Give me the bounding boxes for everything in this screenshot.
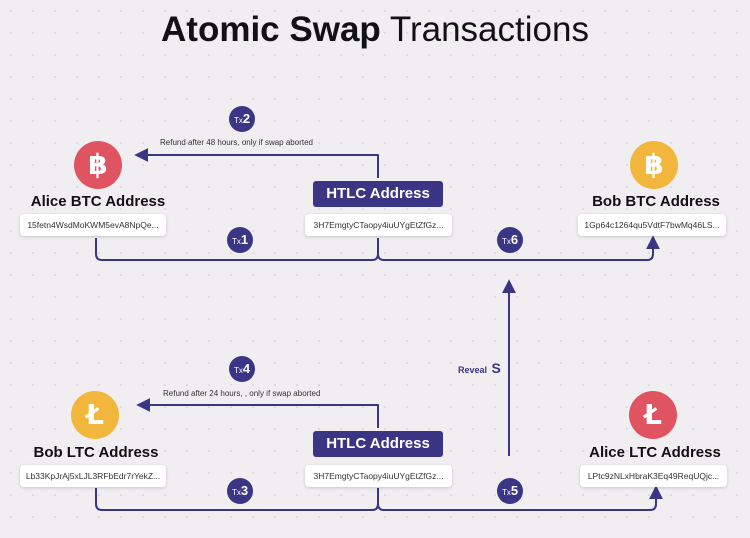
htlc-address-title-bottom: HTLC Address	[313, 431, 443, 457]
tx2-badge: Tx2	[229, 106, 255, 132]
title-light: Transactions	[389, 10, 589, 49]
page-title: Atomic Swap Transactions	[0, 10, 750, 50]
alice-ltc-address[interactable]: LPtc9zNLxHbraK3Eq49ReqUQjc...	[580, 465, 727, 487]
bob-btc-address[interactable]: 1Gp64c1264qu5VdtF7bwMq46LS...	[578, 214, 726, 236]
tx4-refund-line	[136, 398, 379, 428]
tx1-badge: Tx1	[227, 227, 253, 253]
alice-btc-label: Alice BTC Address	[30, 193, 166, 210]
tx5-line	[377, 485, 663, 511]
refund-note-24h: Refund after 24 hours, , only if swap ab…	[163, 389, 321, 398]
bob-ltc-address[interactable]: Lb33KpJrAj5xLJL3RFbEdr7rYekZ...	[20, 465, 166, 487]
tx6-line	[377, 235, 660, 261]
tx2-refund-line	[134, 148, 379, 178]
reveal-secret-label: Reveal S	[458, 360, 501, 376]
htlc-address-bottom[interactable]: 3H7EmgtyCTaopy4iuUYgEtZfGz...	[305, 465, 452, 487]
refund-note-48h: Refund after 48 hours, only if swap abor…	[160, 138, 313, 147]
bitcoin-icon: ฿	[630, 141, 678, 189]
alice-ltc-label: Alice LTC Address	[589, 444, 721, 461]
title-bold: Atomic Swap	[161, 10, 381, 49]
htlc-address-top[interactable]: 3H7EmgtyCTaopy4iuUYgEtZfGz...	[305, 214, 452, 236]
litecoin-icon: Ł	[629, 391, 677, 439]
htlc-address-title-top: HTLC Address	[313, 181, 443, 207]
tx5-badge: Tx5	[497, 478, 523, 504]
tx4-badge: Tx4	[229, 356, 255, 382]
bitcoin-icon: ฿	[74, 141, 122, 189]
bob-btc-label: Bob BTC Address	[592, 193, 720, 210]
tx6-badge: Tx6	[497, 227, 523, 253]
tx3-badge: Tx3	[227, 478, 253, 504]
alice-btc-address[interactable]: 15fetn4WsdMoKWM5evA8NpQe...	[20, 214, 166, 236]
bob-ltc-label: Bob LTC Address	[33, 444, 159, 461]
litecoin-icon: Ł	[71, 391, 119, 439]
